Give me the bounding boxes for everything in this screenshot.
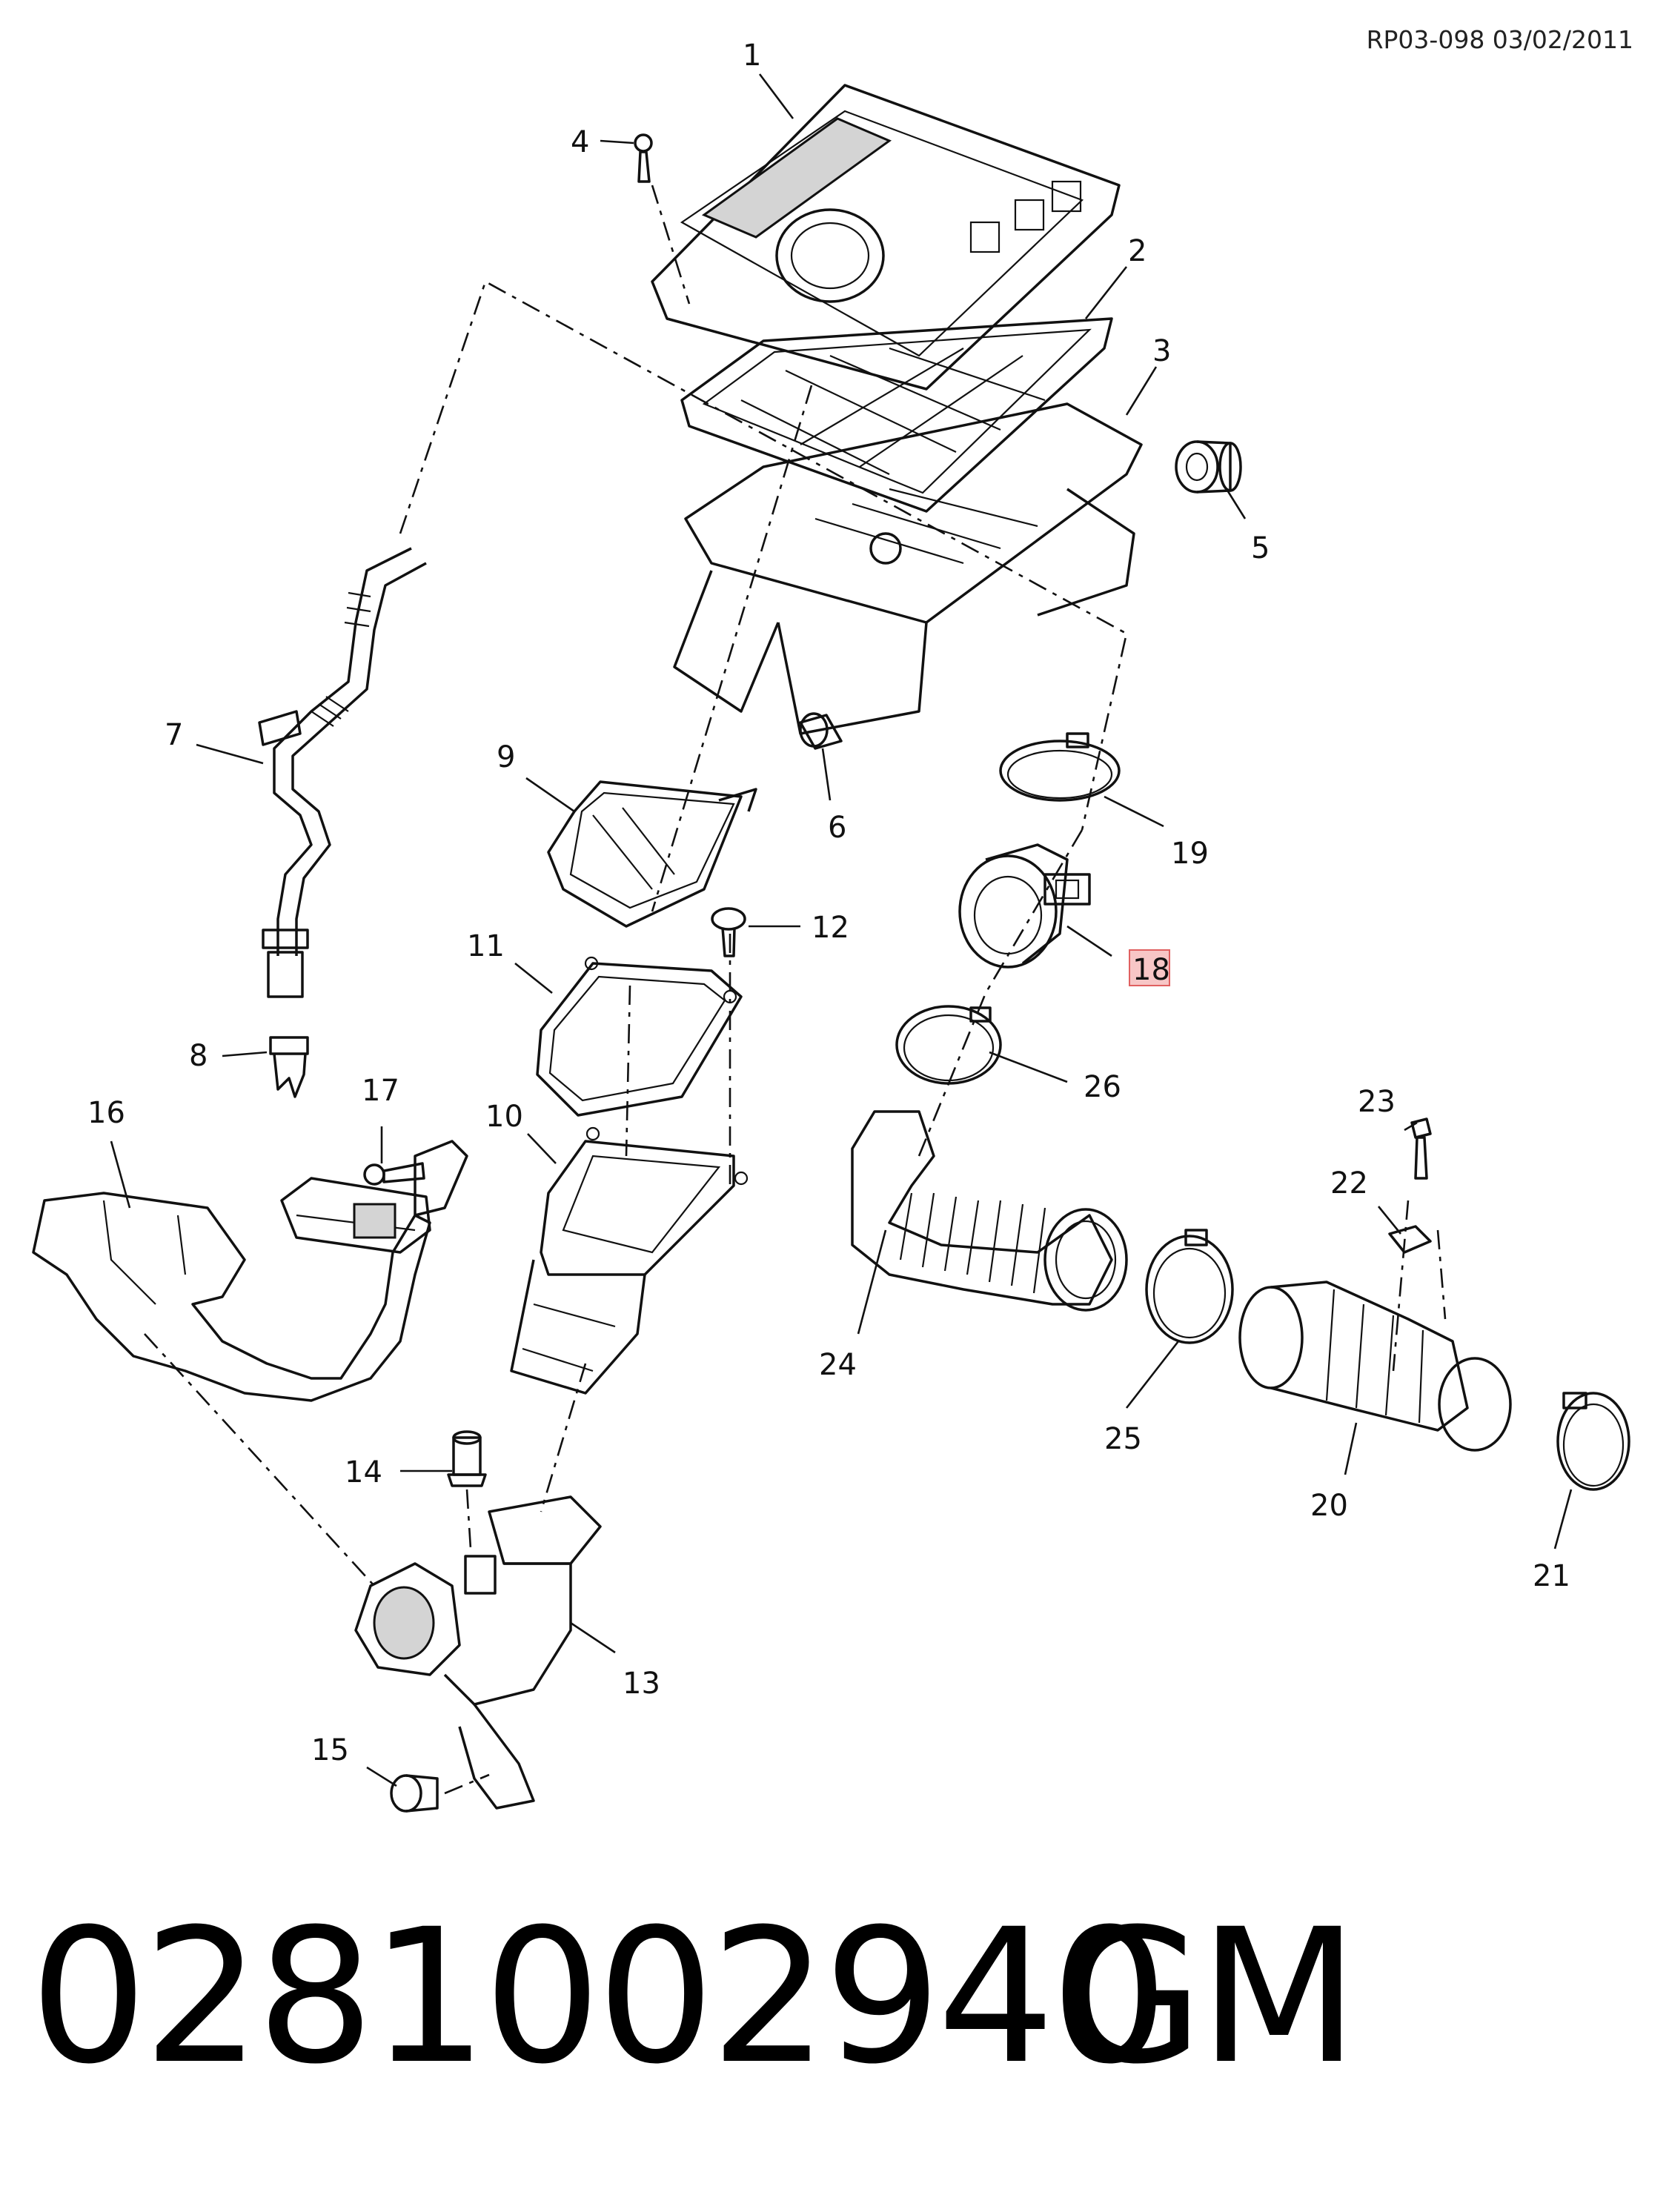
part-number: 0281002940 — [30, 1889, 1169, 2105]
bracket-17 — [363, 1140, 468, 1217]
hose-20 — [1238, 1281, 1512, 1452]
callout-16: 16 — [87, 1096, 125, 1130]
callout-26: 26 — [1084, 1070, 1121, 1104]
clip-15 — [390, 1773, 490, 1813]
leader-lines — [110, 73, 1573, 1787]
callout-24: 24 — [819, 1348, 857, 1382]
filter-element — [680, 317, 1113, 513]
vent-hose-7 — [258, 547, 427, 998]
callout-4: 4 — [571, 125, 589, 159]
callout-3: 3 — [1152, 334, 1171, 368]
brand-name: GM — [1060, 1889, 1358, 2105]
callout-14: 14 — [345, 1455, 382, 1489]
callout-5: 5 — [1251, 531, 1270, 565]
bolt-23 — [1410, 1117, 1432, 1180]
screw-4 — [634, 133, 691, 305]
intake-hose-24 — [851, 1110, 1128, 1312]
clamp-21 — [1556, 1392, 1630, 1491]
duct-10 — [510, 1126, 749, 1395]
callout-17: 17 — [362, 1074, 399, 1108]
callout-20: 20 — [1310, 1489, 1348, 1523]
callout-13: 13 — [623, 1667, 660, 1701]
callout-2: 2 — [1128, 234, 1147, 268]
callout-25: 25 — [1104, 1422, 1142, 1456]
callout-12: 12 — [812, 911, 849, 945]
callout-numbers: 1 2 3 4 5 6 7 8 9 10 11 12 13 14 15 16 1… — [87, 39, 1570, 1767]
highlight-box-18 — [1129, 949, 1170, 986]
nut-clip-22 — [1388, 1225, 1432, 1254]
gasket-11 — [536, 956, 743, 1117]
callout-1: 1 — [743, 39, 761, 73]
callout-18: 18 — [1132, 953, 1170, 987]
maf-sensor-18 — [958, 843, 1091, 969]
lower-duct-13 — [354, 1495, 602, 1810]
callout-21: 21 — [1533, 1559, 1570, 1593]
air-cleaner-housing — [673, 402, 1143, 735]
sensor-14 — [447, 1430, 487, 1550]
callout-10: 10 — [485, 1100, 523, 1134]
callout-22: 22 — [1330, 1166, 1368, 1200]
clamp-26 — [895, 1005, 1002, 1085]
callout-6: 6 — [828, 811, 846, 845]
callout-7: 7 — [165, 718, 183, 752]
callout-23: 23 — [1358, 1085, 1396, 1119]
callout-15: 15 — [311, 1733, 349, 1767]
callout-8: 8 — [189, 1039, 208, 1073]
grommet-5 — [1175, 440, 1242, 494]
reference-code: RP03-098 03/02/2011 — [1366, 25, 1633, 54]
clamp-19 — [999, 732, 1121, 802]
clamp-25 — [1145, 1229, 1234, 1344]
intake-snorkel-16 — [32, 1177, 431, 1402]
callout-11: 11 — [467, 929, 505, 963]
duct-9 — [547, 780, 757, 928]
callout-19: 19 — [1171, 837, 1209, 871]
clip-8 — [269, 1036, 309, 1098]
callout-9: 9 — [497, 740, 515, 774]
air-cleaner-cover — [651, 84, 1121, 391]
grommet-6 — [799, 712, 843, 750]
push-clip-12 — [711, 907, 746, 957]
